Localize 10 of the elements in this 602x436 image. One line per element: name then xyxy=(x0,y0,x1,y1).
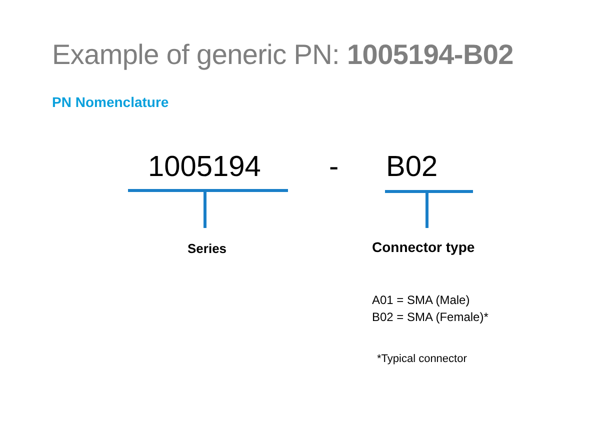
field-label: Connector type xyxy=(372,239,475,256)
part-number-text: B02 xyxy=(386,151,438,184)
code-definition: A01 = SMA (Male) xyxy=(372,294,470,308)
field-label: Series xyxy=(188,242,227,257)
part-number-text: 1005194 xyxy=(148,151,261,184)
page-title: Example of generic PN: 1005194-B02 xyxy=(52,39,514,72)
code-definition: B02 = SMA (Female)* xyxy=(372,311,488,325)
section-heading: PN Nomenclature xyxy=(52,94,169,110)
separator-dash: - xyxy=(329,151,339,184)
footnote: *Typical connector xyxy=(377,353,467,366)
